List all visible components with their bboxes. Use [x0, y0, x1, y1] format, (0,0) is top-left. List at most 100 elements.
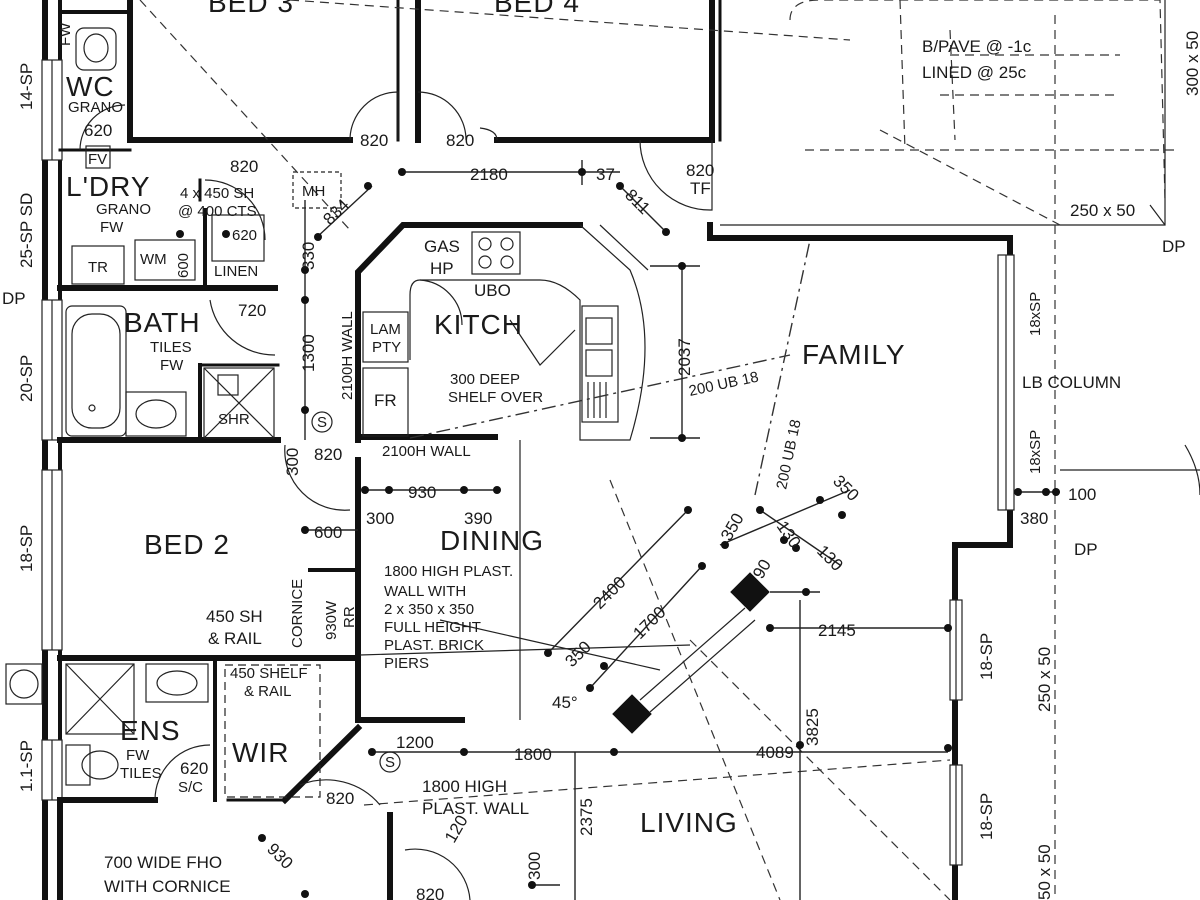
plast-wall-1: 1800 HIGH	[422, 777, 507, 796]
ens-sc: S/C	[178, 779, 203, 796]
dim-37: 37	[596, 165, 615, 184]
ub-a: 200 UB 18	[687, 369, 760, 400]
pier-note-3: 2 x 350 x 350	[384, 601, 474, 618]
fixture-shr: SHR	[218, 411, 250, 428]
dim-811: 811	[621, 185, 654, 218]
dim-350-c: 350	[561, 637, 594, 670]
downpipe-3: DP	[2, 289, 26, 308]
dim-930-b: 930	[263, 839, 296, 872]
lb-column: LB COLUMN	[1022, 373, 1121, 392]
fixture-mh: MH	[302, 183, 325, 200]
pier-note-6: PIERS	[384, 655, 429, 672]
dim-2037: 2037	[675, 338, 694, 376]
dim-820-b: 820	[416, 885, 444, 900]
dim-820-tf: 820	[686, 161, 714, 180]
wir-shelf-2: & RAIL	[244, 683, 292, 700]
carport-outlines	[720, 0, 1180, 226]
fixture-fw: FW	[57, 22, 74, 46]
dim-1300: 1300	[299, 334, 318, 372]
dim-600: 600	[314, 523, 342, 542]
dim-4089: 4089	[756, 743, 794, 762]
tf-label: TF	[690, 179, 711, 198]
bath-tiles: TILES	[150, 339, 192, 356]
window-20sp: 20-SP	[17, 355, 36, 402]
window-300x50: 300 x 50	[1183, 31, 1200, 96]
window-11sp: 1.1-SP	[17, 740, 36, 792]
window-14sp: 14-SP	[17, 63, 36, 110]
ldry-fw: FW	[100, 219, 124, 236]
fixture-labels: TR WM 600 LINEN 620 SHR MH GAS HP UBO LA…	[57, 22, 511, 771]
kitchen-fittings	[362, 224, 811, 496]
downpipe-2: DP	[1074, 540, 1098, 559]
dim-100: 100	[1068, 485, 1096, 504]
dim-130-b: 130	[813, 541, 846, 574]
cornice: CORNICE	[289, 579, 306, 648]
right-windows	[949, 225, 1200, 900]
bed2-sh-2: & RAIL	[208, 629, 262, 648]
dim-350-a: 350	[717, 510, 748, 544]
window-50x50: 50 x 50	[1035, 844, 1054, 900]
room-label-bed2: BED 2	[144, 529, 230, 560]
ldry-grano: GRANO	[96, 201, 151, 218]
fixture-gas: GAS	[424, 237, 460, 256]
bed2-sh-1: 450 SH	[206, 607, 263, 626]
fixture-fr: FR	[374, 391, 397, 410]
smoke-detector-2: S	[385, 754, 395, 771]
pier-note-4: FULL HEIGHT	[384, 619, 481, 636]
dimension-dots	[176, 168, 1060, 898]
window-18sp-right-a: 18-SP	[977, 633, 996, 680]
dim-300-din: 300	[366, 509, 394, 528]
shelf-over-1: 300 DEEP	[450, 371, 520, 388]
smoke-detector-1: S	[317, 414, 327, 431]
smoke-detectors	[311, 411, 401, 773]
window-18xsp-b: 18xSP	[1027, 430, 1044, 474]
window-250x50-a: 250 x 50	[1035, 647, 1054, 712]
downpipe-1: DP	[1162, 237, 1186, 256]
shelving-1: 4 x 450 SH	[180, 185, 254, 202]
dim-820-bed2: 820	[314, 445, 342, 464]
dim-1200: 1200	[396, 733, 434, 752]
fixture-wm: WM	[140, 251, 167, 268]
dim-300-bath: 300	[283, 448, 302, 476]
ub-b: 200 UB 18	[773, 418, 804, 491]
wir-shelf-1: 450 SHELF	[230, 665, 308, 682]
dim-620-wc: 620	[84, 121, 112, 140]
room-label-dining: DINING	[440, 525, 544, 556]
dim-300-b: 300	[525, 852, 544, 880]
dim-930: 930	[408, 483, 436, 502]
bath-fw: FW	[160, 357, 184, 374]
wet-area-fixtures	[65, 27, 342, 798]
fho-2: WITH CORNICE	[104, 877, 231, 896]
window-18xsp-a: 18xSP	[1027, 292, 1044, 336]
ens-tiles: TILES	[120, 765, 162, 782]
dim-720: 720	[238, 301, 266, 320]
wall-2100-b: 2100H WALL	[382, 443, 471, 460]
fho-1: 700 WIDE FHO	[104, 853, 222, 872]
dim-3825: 3825	[803, 708, 822, 746]
dim-350-b: 350	[829, 471, 862, 504]
dim-380: 380	[1020, 509, 1048, 528]
fixture-pty: PTY	[372, 339, 401, 356]
room-label-living: LIVING	[640, 807, 738, 838]
angle-label: 45°	[552, 693, 578, 712]
wall-2100-a: 2100H WALL	[339, 311, 356, 400]
bpave-2: LINED @ 25c	[922, 63, 1027, 82]
fixture-ubo: UBO	[474, 281, 511, 300]
dim-834: 834	[319, 195, 352, 228]
dining-piers	[139, 0, 1061, 900]
room-label-family: FAMILY	[802, 339, 906, 370]
room-label-wir: WIR	[232, 737, 289, 768]
shelving-2: @ 400 CTS	[178, 203, 257, 220]
plast-wall-2: PLAST. WALL	[422, 799, 529, 818]
fixture-lam: LAM	[370, 321, 401, 338]
ens-fw: FW	[126, 747, 150, 764]
wc-grano: GRANO	[68, 99, 123, 116]
fixture-tr: TR	[88, 259, 108, 276]
dim-2180: 2180	[470, 165, 508, 184]
window-labels: 14-SP 25-SP SD 20-SP 18-SP 1.1-SP 18xSP …	[17, 31, 1200, 900]
dim-820-wir: 820	[326, 789, 354, 808]
bpave-1: B/PAVE @ -1c	[922, 37, 1032, 56]
dim-390: 390	[464, 509, 492, 528]
dim-820-bed3: 820	[360, 131, 388, 150]
